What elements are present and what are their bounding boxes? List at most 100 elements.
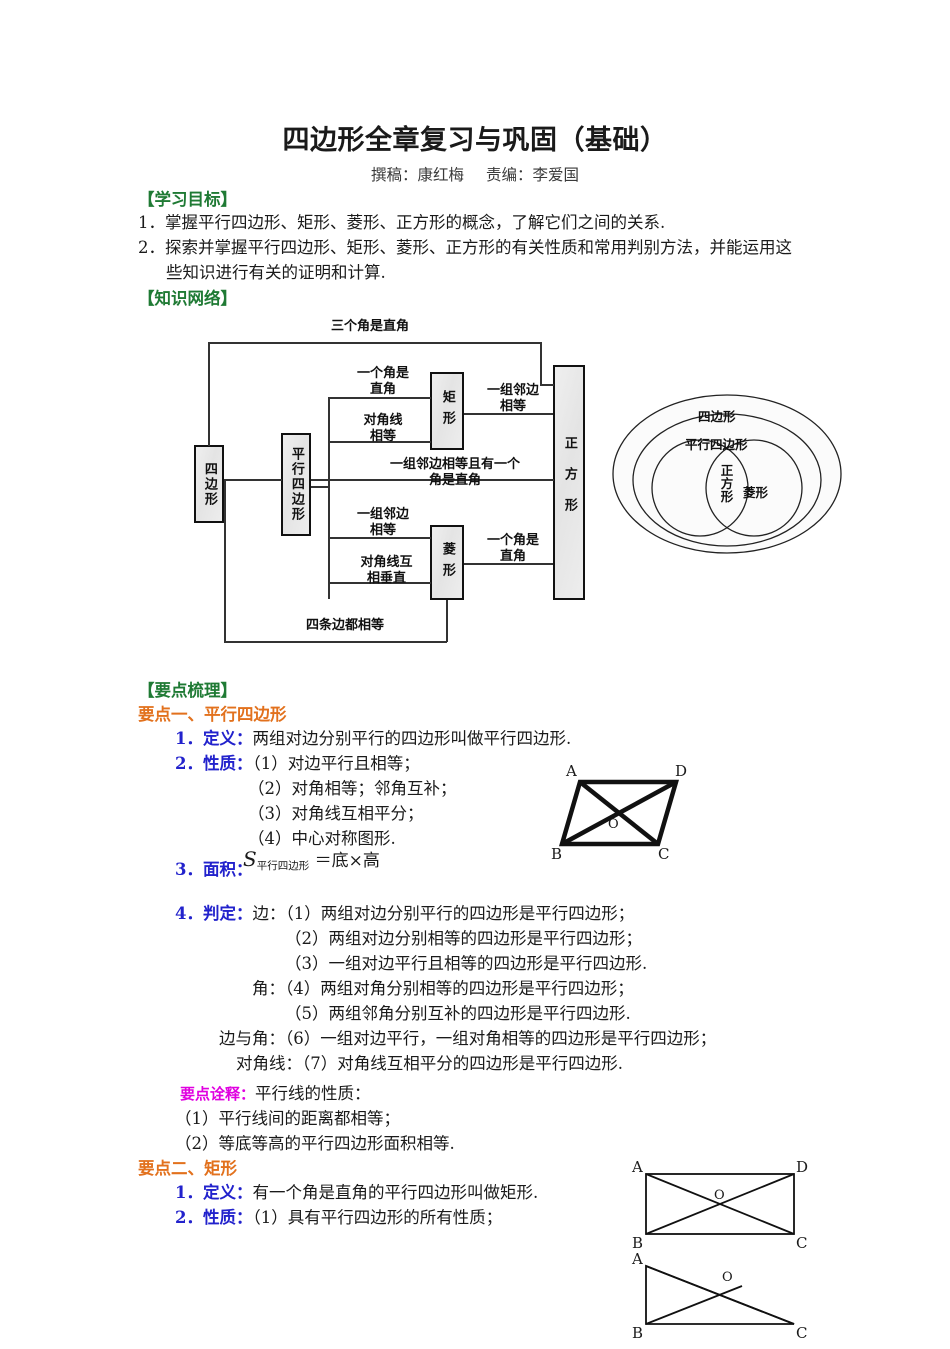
section-one-definition-text: 两组对边分别平行的四边形叫做平行四边形. (252, 729, 572, 748)
venn-label-square: 正方形 (720, 463, 734, 505)
knowledge-network-diagram: 四边形 平行四边形 矩形 菱形 正方形 三个角是直角 一个角是 直角 (180, 305, 860, 660)
section-one-property-2: （2）对角相等；邻角互补； (248, 779, 457, 798)
venn-svg (612, 394, 842, 554)
diagram-label-rhombus-adjacent: 一组邻边 相等 (335, 507, 431, 540)
venn-label-quadrilateral: 四边形 (698, 409, 736, 424)
diagram-box-square: 正方形 (553, 365, 585, 600)
connector-line (464, 413, 553, 415)
section-one-property-4: （4）中心对称图形. (248, 829, 396, 848)
section-one-annotation-label: 要点诠释： (180, 1085, 256, 1103)
diagram-label-adjacent-sides-equal-l1: 一组邻边 (486, 383, 539, 398)
parallelogram-vertex-a: A (566, 762, 577, 780)
diagram-label-rhombus-adjacent-l2: 相等 (369, 523, 396, 539)
parallelogram-center-o: O (608, 817, 619, 832)
rectangle-diagonal-bd (645, 1173, 795, 1235)
diagram-box-rhombus: 菱形 (430, 525, 464, 600)
objectives-heading: 【学习目标】 (138, 190, 237, 209)
criteria-group-2-item-0: （6）一组对边平行，一组对角相等的四边形是平行四边形； (285, 1029, 717, 1048)
section-two-property-1: （1）具有平行四边形的所有性质； (252, 1208, 503, 1227)
section-one-annotation-item-2: （2）等底等高的平行四边形面积相等. (175, 1134, 455, 1153)
section-two-definition-text: 有一个角是直角的平行四边形叫做矩形. (252, 1183, 539, 1202)
knowledge-network-heading: 【知识网络】 (138, 289, 237, 308)
venn-label-rhombus: 菱形 (743, 485, 769, 500)
section-one-property-3: （3）对角线互相平分； (248, 804, 424, 823)
criteria-group-1-item-1: （5）两组邻角分别互补的四边形是平行四边形. (285, 1004, 631, 1023)
connector-line (328, 397, 431, 399)
venn-label-parallelogram: 平行四边形 (685, 437, 748, 452)
diagram-label-one-right-angle-l2: 直角 (369, 382, 396, 398)
venn-diagram: 四边形 平行四边形 菱形 正方形 (610, 392, 845, 557)
diagram-label-adjacent-sides-equal: 一组邻边 相等 (471, 383, 555, 416)
criteria-group-0-item-0: （1）两组对边分别平行的四边形是平行四边形； (285, 904, 635, 923)
diagram-label-rhombus-adjacent-l1: 一组邻边 (356, 507, 409, 522)
right-triangle-vertex-b: B (632, 1324, 644, 1342)
rectangle-figure: A D B C O (630, 1158, 830, 1253)
criteria-group-3-item-0: （7）对角线互相平分的四边形是平行四边形. (302, 1054, 623, 1073)
criteria-group-3-row: 对角线：（7）对角线互相平分的四边形是平行四边形. (236, 1054, 623, 1073)
connector-line (328, 441, 431, 443)
criteria-group-3-label: 对角线： (236, 1054, 302, 1073)
section-two-properties-label: 2．性质： (175, 1208, 253, 1227)
criteria-group-2-label: 边与角： (219, 1029, 285, 1048)
right-triangle-svg (645, 1264, 795, 1325)
key-points-heading: 【要点梳理】 (138, 681, 237, 700)
connector-line (224, 479, 282, 481)
rectangle-vertex-b: B (632, 1234, 644, 1252)
connector-line (446, 600, 448, 642)
venn-second-ellipse (632, 413, 822, 547)
right-triangle-vertex-c: C (796, 1324, 808, 1342)
connector-line (540, 342, 542, 385)
parallelogram-svg (559, 779, 679, 847)
parallelogram-diagonal-bd (560, 780, 678, 846)
diagram-label-middle-route-l1: 一组邻边相等且有一个 (389, 457, 520, 472)
diagram-box-quadrilateral: 四边形 (194, 445, 224, 523)
diagram-label-rhombus-right-angle: 一个角是 直角 (471, 533, 555, 566)
section-one-definition-label: 1．定义： (175, 729, 253, 748)
criteria-group-1-item-0: （4）两组对角分别相等的四边形是平行四边形； (285, 979, 634, 998)
parallelogram-vertex-c: C (658, 845, 670, 863)
area-formula-symbol: S (243, 847, 257, 871)
right-triangle-center-o: O (722, 1270, 733, 1285)
diagram-label-one-right-angle: 一个角是 直角 (335, 366, 431, 399)
connector-line (224, 479, 226, 642)
right-triangle-vertex-a: A (632, 1250, 643, 1268)
diagram-label-four-sides-equal: 四条边都相等 (305, 618, 384, 633)
section-one-annotation-row: 要点诠释：平行线的性质： (180, 1084, 371, 1103)
diagram-label-rhombus-right-angle-l1: 一个角是 (486, 533, 539, 548)
diagram-label-adjacent-sides-equal-l2: 相等 (499, 399, 526, 415)
criteria-group-1-label: 角： (252, 979, 285, 998)
connector-line (328, 537, 330, 599)
section-one-property-1: （1）对边平行且相等； (252, 754, 420, 773)
section-two-properties-row: 2．性质：（1）具有平行四边形的所有性质； (175, 1208, 503, 1227)
connector-line (540, 384, 554, 386)
rectangle-vertex-a: A (632, 1158, 643, 1176)
diagram-label-perpendicular-diagonals: 对角线互 相垂直 (335, 555, 438, 588)
section-two-definition-label: 1．定义： (175, 1183, 253, 1202)
connector-line (311, 479, 554, 481)
criteria-group-0-item-2: （3）一组对边平行且相等的四边形是平行四边形. (285, 954, 648, 973)
diagram-box-parallelogram: 平行四边形 (281, 433, 311, 536)
byline-editor: 责编：李爱国 (486, 166, 580, 184)
connector-line (328, 537, 431, 539)
section-one-annotation-title: 平行线的性质： (255, 1084, 371, 1103)
diagram-box-quadrilateral-c1: 四边形 (201, 461, 217, 507)
section-one-area-formula: S平行四边形 ＝底×高 (243, 849, 380, 872)
connector-line (311, 486, 329, 488)
diagram-box-rhombus-c1: 菱形 (439, 541, 455, 584)
criteria-group-0-item-1: （2）两组对边分别相等的四边形是平行四边形； (285, 929, 642, 948)
section-two-definition-row: 1．定义：有一个角是直角的平行四边形叫做矩形. (175, 1183, 539, 1202)
criteria-group-1-row: 角：（4）两组对角分别相等的四边形是平行四边形； (252, 979, 634, 998)
diagram-label-perpendicular-diagonals-l1: 对角线互 (360, 555, 413, 570)
criteria-group-2-row: 边与角：（6）一组对边平行，一组对角相等的四边形是平行四边形； (219, 1029, 717, 1048)
venn-rectangle-circle (651, 439, 749, 537)
diagram-label-equal-diagonals: 对角线 相等 (335, 413, 431, 446)
byline-author: 撰稿：康红梅 (370, 166, 464, 184)
right-triangle-median (645, 1285, 743, 1325)
rectangle-vertex-c: C (796, 1234, 808, 1252)
diagram-box-rectangle: 矩形 (430, 372, 464, 450)
diagram-label-middle-route-l2: 角是直角 (428, 473, 481, 489)
page-title: 四边形全章复习与巩固（基础） (282, 125, 668, 156)
diagram-box-parallelogram-c1: 平行四边形 (288, 447, 304, 522)
objectives-item-2-cont: 些知识进行有关的证明和计算. (166, 263, 386, 282)
